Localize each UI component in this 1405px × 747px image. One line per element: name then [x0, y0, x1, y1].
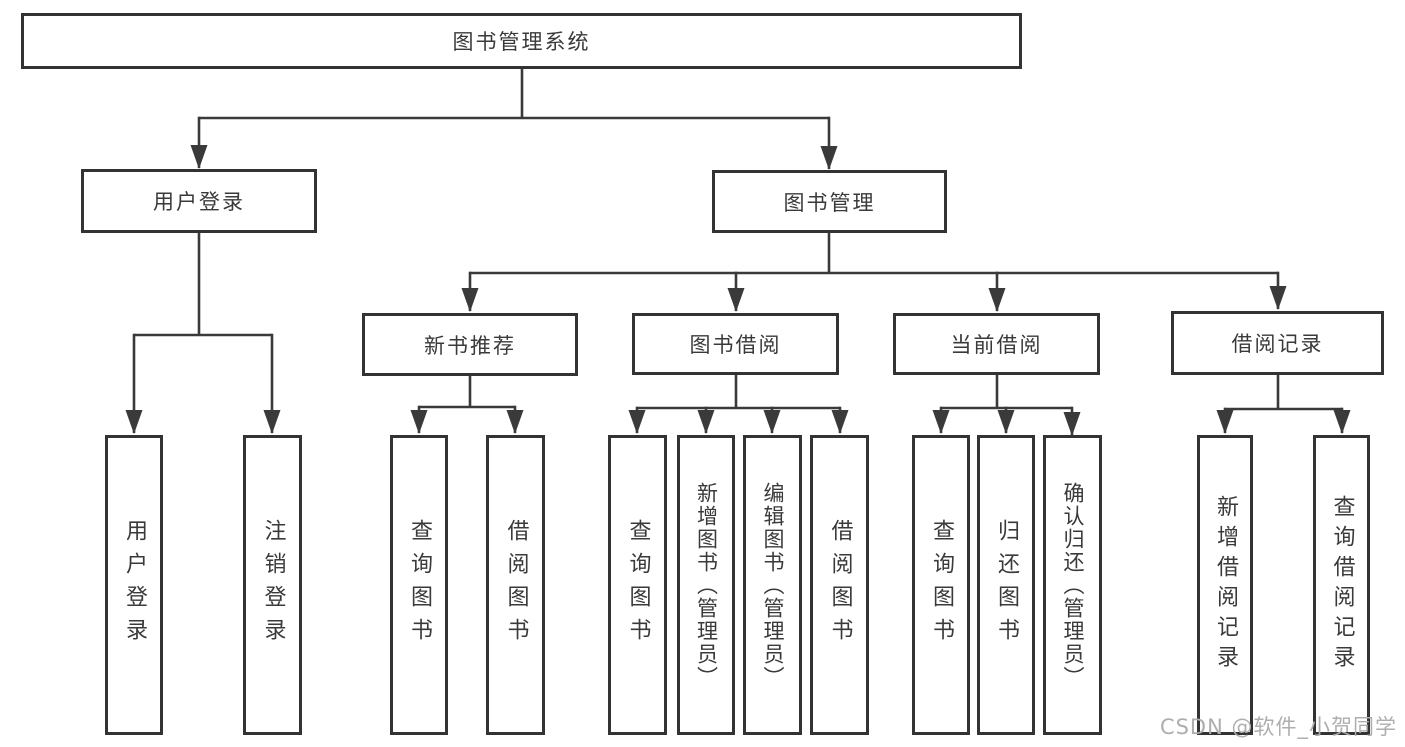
node-label: 查询借阅记录 [1329, 495, 1355, 675]
node-label: 查询图书 [625, 519, 651, 651]
node-label: 查询图书 [929, 519, 954, 651]
node-label: 图书借阅 [689, 333, 782, 357]
node-label: 归还图书 [994, 519, 1019, 651]
node-book-management-module: 图书管理 [712, 170, 947, 233]
leaf-add-borrow-record: 新增借阅记录 [1197, 435, 1253, 735]
leaf-query-books-current: 查询图书 [912, 435, 970, 735]
node-user-login-module: 用户登录 [81, 169, 317, 233]
node-current-borrowing: 当前借阅 [893, 313, 1100, 375]
node-label: 用户登录 [122, 519, 147, 651]
node-label: 借阅图书 [503, 519, 529, 651]
node-label: 借阅记录 [1231, 332, 1324, 356]
node-label: 确认归还（管理员） [1061, 481, 1085, 689]
leaf-query-books-recommend: 查询图书 [390, 435, 448, 735]
node-label: 编辑图书（管理员） [761, 481, 785, 689]
node-borrowing-records: 借阅记录 [1171, 311, 1384, 375]
node-label: 查询图书 [407, 519, 432, 651]
leaf-query-borrow-record: 查询借阅记录 [1313, 435, 1370, 735]
leaf-logout: 注销登录 [243, 435, 302, 735]
node-library-management-system: 图书管理系统 [21, 13, 1022, 69]
node-label: 借阅图书 [827, 519, 853, 651]
node-new-book-recommendation: 新书推荐 [362, 313, 578, 376]
leaf-confirm-return-admin: 确认归还（管理员） [1043, 435, 1102, 735]
node-label: 当前借阅 [950, 333, 1043, 357]
node-label: 新增图书（管理员） [694, 481, 719, 689]
leaf-add-book-admin: 新增图书（管理员） [677, 435, 735, 735]
node-label: 图书管理系统 [452, 30, 591, 54]
leaf-query-books-borrowing: 查询图书 [608, 435, 667, 735]
node-label: 注销登录 [260, 519, 286, 651]
leaf-edit-book-admin: 编辑图书（管理员） [743, 435, 802, 735]
node-label: 用户登录 [153, 190, 245, 214]
leaf-borrow-books-recommend: 借阅图书 [486, 435, 545, 735]
leaf-user-login: 用户登录 [105, 435, 163, 735]
node-label: 新增借阅记录 [1213, 495, 1238, 675]
node-book-borrowing: 图书借阅 [632, 313, 839, 375]
leaf-borrow-books-borrowing: 借阅图书 [810, 435, 869, 735]
leaf-return-book: 归还图书 [977, 435, 1035, 735]
node-label: 图书管理 [783, 190, 876, 215]
node-label: 新书推荐 [424, 333, 516, 358]
